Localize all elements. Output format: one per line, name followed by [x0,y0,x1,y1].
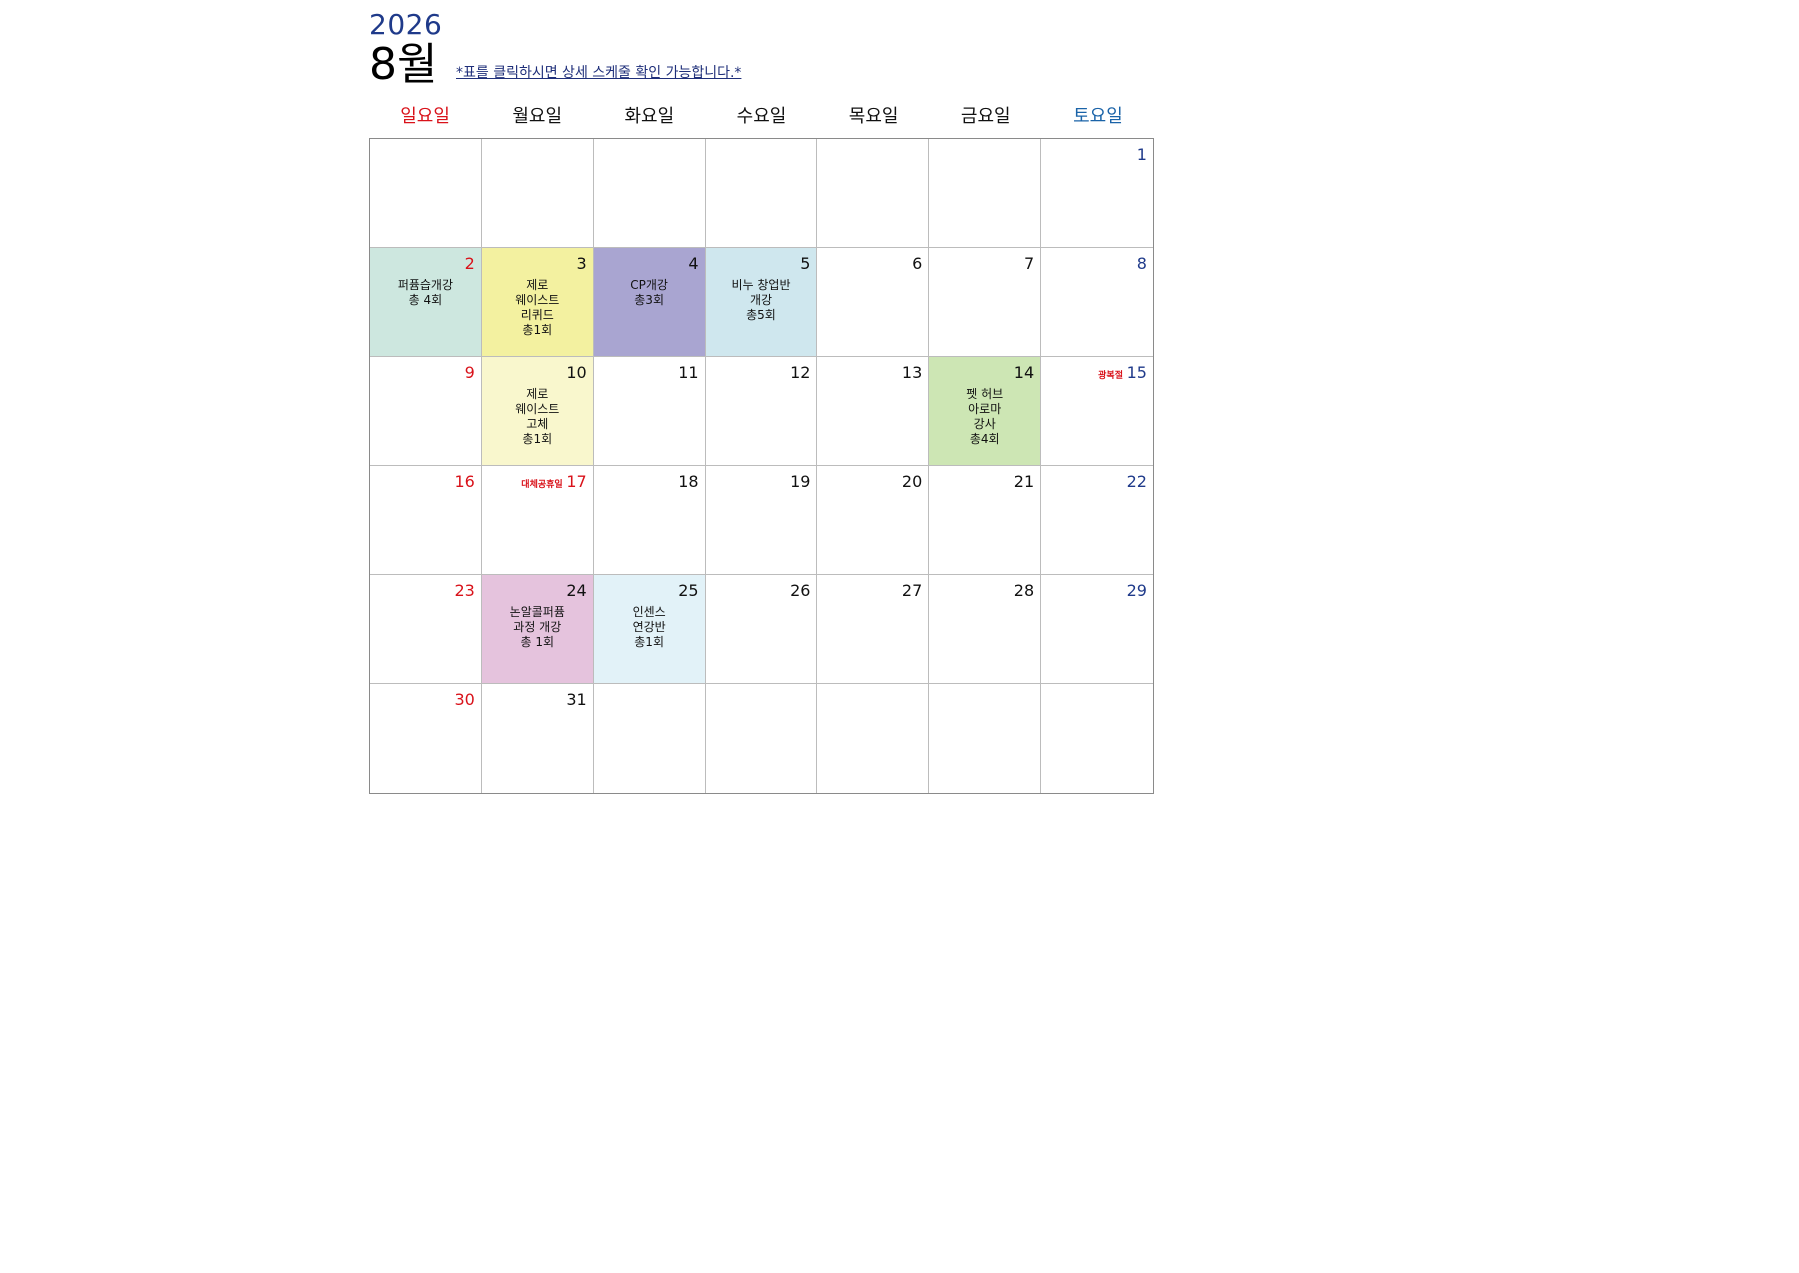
day-number: 14 [1013,363,1035,382]
weekday-friday: 금요일 [960,106,1011,127]
calendar-cell[interactable] [1041,684,1153,793]
holiday-label: 광복절 [1098,371,1123,381]
event-label: 인센스 연강반 총1회 [632,605,666,649]
calendar-cell[interactable] [929,139,1042,248]
day-number: 6 [912,254,923,273]
calendar-cell[interactable]: 12 [705,357,818,466]
day-number: 22 [1126,472,1147,491]
calendar-cell[interactable]: 7 [929,248,1042,357]
calendar-cell[interactable]: 8 [1041,248,1153,357]
day-number: 25 [678,581,699,600]
calendar-cell[interactable]: 29 [1041,575,1153,684]
weekday-header-row: 일요일 월요일 화요일 수요일 목요일 금요일 토요일 [369,100,1154,134]
day-number: 13 [901,363,923,382]
day-number: 23 [454,581,475,600]
day-number: 10 [566,363,587,382]
schedule-notice-link[interactable]: *표를 클릭하시면 상세 스케줄 확인 가능합니다.* [456,65,742,81]
calendar-cell[interactable]: 21 [929,466,1042,575]
weekday-tuesday: 화요일 [624,106,675,127]
day-number: 16 [454,472,475,491]
calendar-cell[interactable]: 18 [593,466,706,575]
day-number: 5 [800,254,811,273]
calendar-cell[interactable]: 1 [1041,139,1153,248]
day-number: 31 [566,690,587,709]
calendar-cell[interactable] [593,139,706,248]
calendar-cell[interactable]: 2 퍼퓸습개강 총 4회 [370,248,482,357]
calendar-cell[interactable] [817,684,930,793]
calendar-cell[interactable]: 26 [705,575,818,684]
day-number: 17 [566,472,587,491]
calendar-cell[interactable]: 6 [817,248,930,357]
day-number: 2 [464,254,475,273]
calendar-cell[interactable] [481,139,594,248]
calendar-cell[interactable]: 22 [1041,466,1153,575]
day-number: 11 [678,363,699,382]
day-number: 27 [901,581,923,600]
calendar-cell[interactable]: 19 [705,466,818,575]
day-number: 24 [566,581,587,600]
weekday-thursday: 목요일 [848,106,899,127]
event-label: 제로 웨이스트 고체 총1회 [515,387,560,446]
year-label: 2026 [369,8,443,41]
calendar-cell[interactable]: 11 [593,357,706,466]
calendar-cell[interactable]: 13 [817,357,930,466]
calendar-cell[interactable] [706,684,818,793]
day-number: 26 [790,581,811,600]
calendar-cell[interactable] [705,139,818,248]
calendar-cell[interactable] [370,139,482,248]
event-label: 비누 창업반 개강 총5회 [731,278,791,322]
calendar-cell[interactable]: 14 펫 허브 아로마 강사 총4회 [929,357,1042,466]
event-label: 논알콜퍼퓸 과정 개강 총 1회 [509,605,565,649]
day-number: 15 [1126,363,1147,382]
day-number: 21 [1013,472,1035,491]
weekday-saturday: 토요일 [1073,106,1123,127]
calendar-cell[interactable]: 10 제로 웨이스트 고체 총1회 [481,357,594,466]
event-label: 펫 허브 아로마 강사 총4회 [966,387,1004,446]
calendar-cell[interactable]: 23 [370,575,482,684]
day-number: 19 [790,472,811,491]
calendar-cell[interactable] [817,139,930,248]
event-label: 퍼퓸습개강 총 4회 [397,278,454,307]
month-title: 8월 [369,39,438,90]
day-number: 9 [464,363,475,382]
day-number: 3 [576,254,587,273]
weekday-wednesday: 수요일 [736,106,787,127]
calendar-cell[interactable]: 16 [370,466,482,575]
day-number: 28 [1013,581,1035,600]
day-number: 7 [1023,254,1035,273]
weekday-monday: 월요일 [512,106,563,127]
calendar-cell[interactable]: 20 [817,466,930,575]
calendar-cell[interactable] [929,684,1042,793]
calendar-cell[interactable] [594,684,706,793]
day-number: 1 [1136,145,1147,164]
calendar-cell[interactable]: 28 [929,575,1042,684]
event-label: 제로 웨이스트 리퀴드 총1회 [515,278,560,337]
calendar-cell[interactable]: 9 [370,357,482,466]
day-number: 18 [678,472,699,491]
calendar-cell[interactable]: 25 인센스 연강반 총1회 [593,575,706,684]
day-number: 30 [454,690,475,709]
holiday-label: 대체공휴일 [521,480,563,490]
day-number: 8 [1136,254,1147,273]
day-number: 29 [1126,581,1147,600]
calendar-cell[interactable]: 3 제로 웨이스트 리퀴드 총1회 [481,248,594,357]
calendar-cell[interactable]: 30 [370,684,482,793]
calendar-cell[interactable]: 31 [482,684,594,793]
weekday-sunday: 일요일 [400,106,450,127]
day-number: 4 [688,254,699,273]
day-number: 20 [901,472,923,491]
calendar-cell[interactable]: 5 비누 창업반 개강 총5회 [705,248,818,357]
calendar-cell[interactable]: 27 [817,575,930,684]
event-label: CP개강 총3회 [630,278,668,307]
day-number: 12 [790,363,811,382]
